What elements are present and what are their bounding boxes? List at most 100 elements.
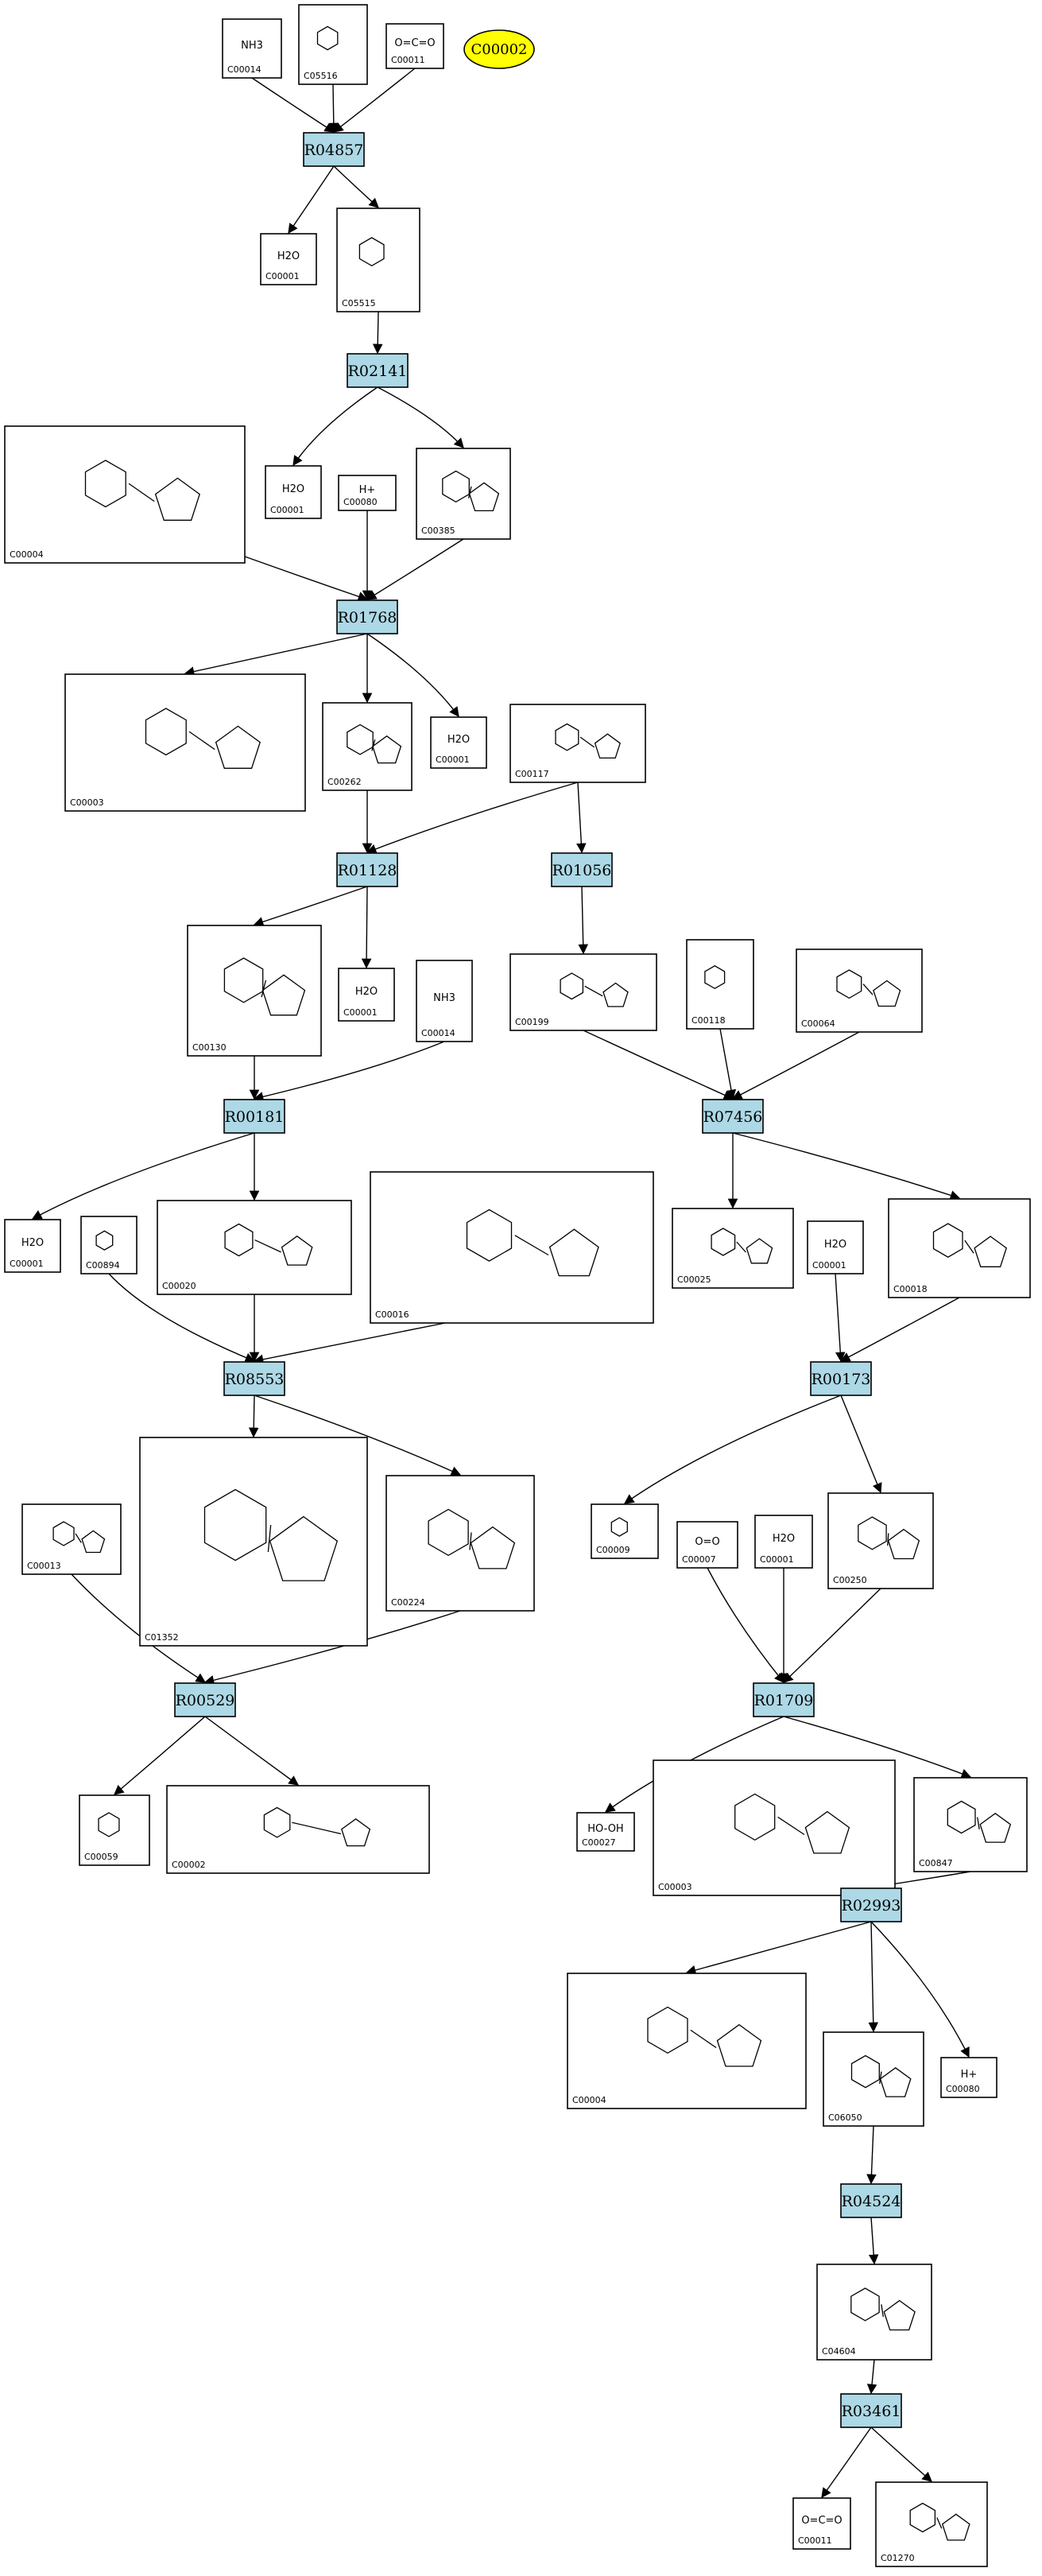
molecule-ring: [909, 2502, 936, 2533]
compound-box: [754, 1515, 813, 1569]
compound-id: C00130: [192, 1042, 227, 1053]
reaction-node[interactable]: R08553: [223, 1361, 285, 1396]
compound-node[interactable]: C00262: [322, 702, 413, 791]
compound-node[interactable]: H+C00080: [338, 475, 397, 511]
molecule-ring: [947, 1800, 976, 1834]
reaction-node[interactable]: R01709: [753, 1682, 815, 1717]
molecule-bond: [879, 2071, 882, 2084]
compound-id: C01270: [881, 2553, 915, 2563]
compound-formula: H2O: [21, 1237, 44, 1249]
molecule-ring: [145, 708, 187, 756]
edge-arrow: [333, 68, 416, 133]
compound-formula: O=C=O: [394, 37, 435, 49]
reaction-node[interactable]: R01128: [336, 852, 398, 887]
compound-id: C00080: [343, 497, 378, 507]
compound-node[interactable]: C00020: [157, 1200, 352, 1295]
compound-node[interactable]: H+C00080: [940, 2057, 997, 2098]
reaction-node[interactable]: R03461: [840, 2393, 902, 2428]
reaction-node[interactable]: R07456: [702, 1099, 764, 1134]
edge-arrow: [203, 1610, 461, 1686]
reaction-node[interactable]: R02141: [347, 353, 409, 388]
compound-box: [265, 465, 322, 519]
reaction-box: [174, 1682, 236, 1717]
compound-id: C00025: [677, 1274, 711, 1285]
edge-arrow: [184, 633, 368, 677]
compound-node[interactable]: C00199: [509, 953, 657, 1031]
reaction-id: R00181: [225, 1108, 285, 1126]
compound-node[interactable]: C00009: [591, 1503, 659, 1559]
compound-node[interactable]: C05515: [336, 208, 420, 312]
compound-node[interactable]: C00018: [888, 1198, 1031, 1298]
highlight-node[interactable]: C00002: [463, 29, 535, 69]
molecule-bond: [514, 1235, 549, 1256]
compound-formula: O=C=O: [801, 2515, 842, 2527]
edge-arrow: [821, 2427, 872, 2499]
compound-node[interactable]: C00004: [4, 425, 246, 564]
reaction-node[interactable]: R01768: [336, 599, 398, 634]
compound-node[interactable]: C01352: [139, 1437, 368, 1647]
compound-node[interactable]: C00118: [686, 939, 754, 1030]
compound-node[interactable]: C00117: [509, 704, 646, 783]
compound-id: C05515: [342, 298, 376, 308]
reaction-node[interactable]: R00173: [810, 1361, 872, 1396]
molecule-bond: [579, 736, 595, 748]
reaction-node[interactable]: R02993: [840, 1887, 902, 1922]
reaction-node[interactable]: R01056: [551, 852, 613, 887]
reaction-node[interactable]: R00529: [174, 1682, 236, 1717]
compound-box: [187, 925, 322, 1057]
molecule-bond: [881, 2304, 884, 2318]
compound-id: C00001: [760, 1554, 794, 1565]
compound-node[interactable]: C00059: [79, 1794, 150, 1866]
compound-node[interactable]: C05516: [298, 4, 368, 85]
compound-node[interactable]: C00250: [827, 1492, 934, 1589]
compound-id: C00064: [801, 1018, 835, 1029]
compound-id: C00199: [515, 1017, 549, 1027]
reaction-node[interactable]: R00181: [223, 1099, 285, 1134]
compound-node[interactable]: C00064: [796, 949, 923, 1033]
compound-node[interactable]: C06050: [823, 2031, 924, 2127]
compound-node[interactable]: C00004: [567, 1973, 807, 2109]
compound-box: [576, 1812, 635, 1852]
molecule-bond: [261, 980, 267, 998]
compound-node[interactable]: C00016: [370, 1171, 654, 1324]
molecule-ring: [281, 1235, 313, 1266]
compound-box: [336, 208, 420, 312]
compound-node[interactable]: C00003: [64, 673, 306, 812]
compound-node[interactable]: C00130: [187, 925, 322, 1057]
compound-box: [940, 2057, 997, 2098]
molecule-ring: [879, 2066, 912, 2097]
compound-node[interactable]: C00847: [913, 1777, 1028, 1872]
compound-node[interactable]: C00002: [166, 1785, 430, 1874]
compound-node[interactable]: C00894: [80, 1216, 138, 1274]
compound-node[interactable]: C00224: [385, 1475, 535, 1612]
reaction-box: [551, 852, 613, 887]
compound-id: C00003: [70, 797, 104, 808]
compound-formula: H2O: [277, 250, 300, 262]
compound-node[interactable]: C00013: [21, 1503, 122, 1575]
compound-box: [827, 1492, 934, 1589]
reaction-box: [840, 2393, 902, 2428]
molecule-ring: [316, 25, 339, 51]
compound-node[interactable]: C04604: [816, 2264, 932, 2361]
compound-box: [591, 1503, 659, 1559]
reaction-node[interactable]: R04524: [840, 2183, 902, 2218]
compound-node[interactable]: C01270: [875, 2481, 988, 2567]
compound-node[interactable]: C00385: [416, 448, 511, 540]
compound-id: C06050: [828, 2112, 862, 2123]
reaction-node[interactable]: R04857: [303, 132, 365, 167]
compound-node[interactable]: C00025: [672, 1208, 794, 1289]
compound-node[interactable]: C00003: [653, 1759, 896, 1896]
